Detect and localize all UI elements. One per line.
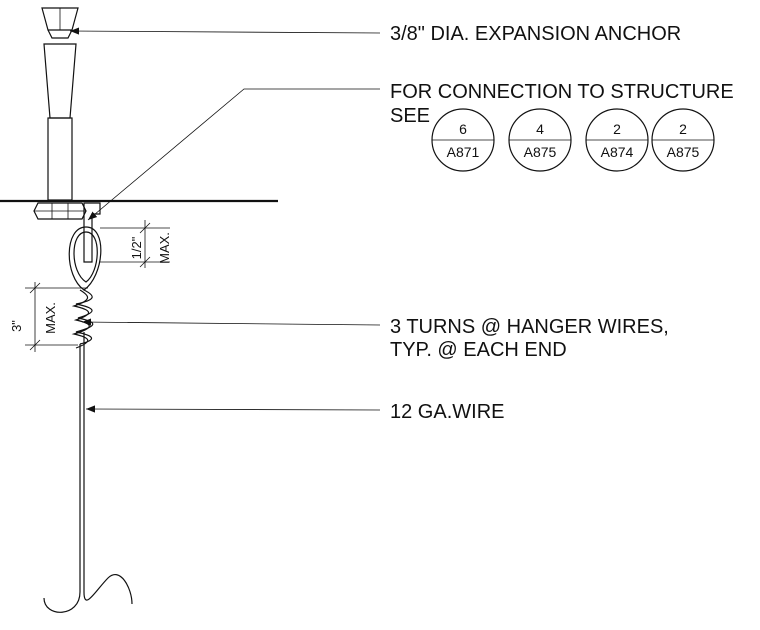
- hanger-wire: [79, 332, 85, 592]
- reference-detail: 4: [536, 121, 544, 137]
- reference-detail: 2: [613, 121, 621, 137]
- reference-detail: 6: [459, 121, 467, 137]
- dimension-half-inch: 1/2" MAX.: [100, 220, 172, 268]
- leader-lines: [69, 27, 381, 413]
- reference-bubble-1: 6 A871: [431, 108, 495, 172]
- reference-sheet: A871: [447, 144, 480, 160]
- reference-sheet: A874: [601, 144, 634, 160]
- reference-bubble-3: 2 A874: [585, 108, 649, 172]
- reference-sheet: A875: [524, 144, 557, 160]
- expansion-anchor: [41, 7, 79, 201]
- connection-callout-line1: FOR CONNECTION TO STRUCTURE: [390, 81, 734, 103]
- bottom-hook: [43, 574, 133, 613]
- anchor-callout: 3/8" DIA. EXPANSION ANCHOR: [390, 23, 681, 45]
- wire-turns: [71, 289, 94, 349]
- dimension-three-inch: 3" MAX.: [9, 282, 88, 352]
- reference-sheet: A875: [667, 144, 700, 160]
- connection-callout-line2: SEE: [390, 105, 430, 127]
- half-inch-max-label: MAX.: [157, 232, 172, 264]
- turns-callout-line2: TYP. @ EACH END: [390, 339, 567, 361]
- three-inch-max-label: MAX.: [43, 302, 58, 334]
- anchor-nut: [33, 202, 87, 220]
- reference-detail: 2: [679, 121, 687, 137]
- wire-callout: 12 GA.WIRE: [390, 401, 504, 423]
- reference-bubble-4: 2 A875: [651, 108, 715, 172]
- turns-callout-line1: 3 TURNS @ HANGER WIRES,: [390, 316, 669, 338]
- wire-loop: [68, 226, 102, 291]
- three-inch-label: 3": [9, 320, 24, 332]
- half-inch-label: 1/2": [129, 236, 144, 259]
- reference-bubble-2: 4 A875: [508, 108, 572, 172]
